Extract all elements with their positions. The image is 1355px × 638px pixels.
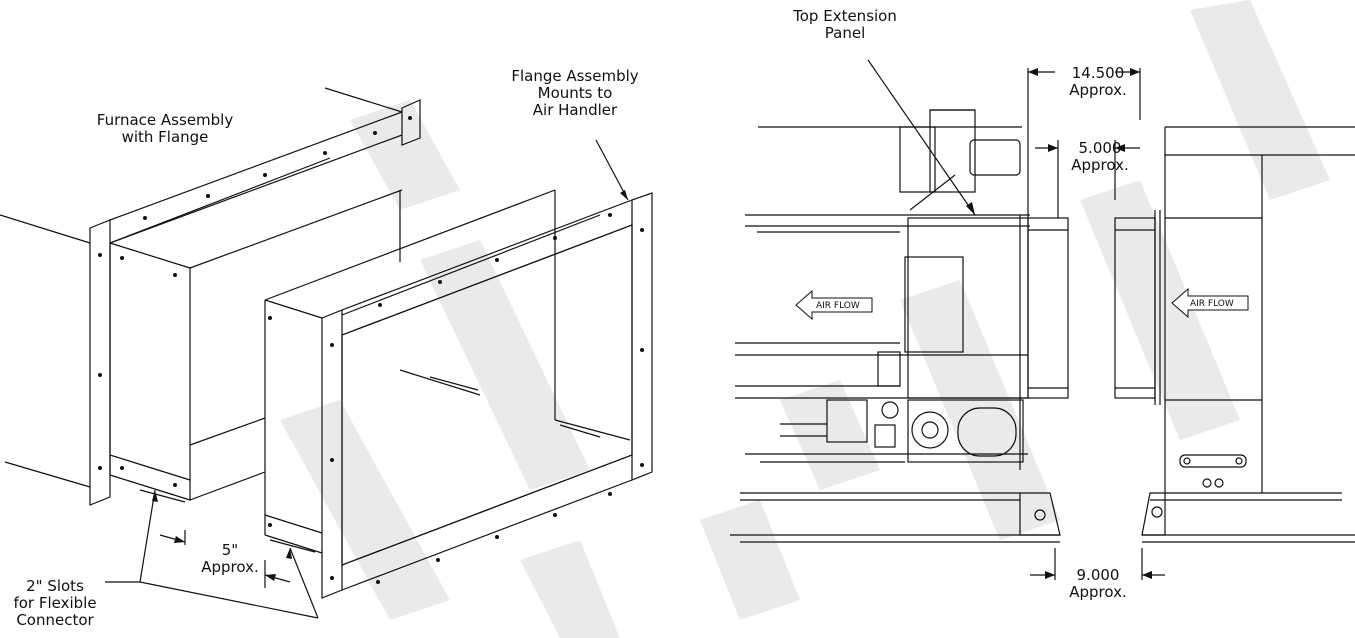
dimension-5000: 5.000 Approx.	[1071, 139, 1129, 174]
air-flow-label-right: AIR FLOW	[1190, 299, 1234, 309]
flange-assembly-label: Flange Assembly Mounts to Air Handler	[511, 67, 639, 119]
dimension-arrowheads	[152, 68, 1152, 581]
isometric-view	[0, 87, 653, 619]
side-view	[730, 59, 1355, 580]
isometric-bolts	[98, 116, 644, 584]
air-flow-arrow-left: AIR FLOW	[795, 289, 873, 321]
slots-label: 2" Slots for Flexible Connector	[13, 577, 97, 629]
dimension-9000: 9.000 Approx.	[1069, 566, 1127, 601]
dimension-14500: 14.500 Approx.	[1069, 64, 1127, 99]
furnace-assembly-label: Furnace Assembly with Flange	[96, 111, 234, 146]
air-flow-label-left: AIR FLOW	[816, 301, 860, 311]
top-extension-panel-label: Top Extension Panel	[793, 7, 897, 42]
air-flow-arrow-right: AIR FLOW	[1171, 287, 1249, 319]
five-inch-dimension: 5" Approx.	[201, 541, 259, 576]
